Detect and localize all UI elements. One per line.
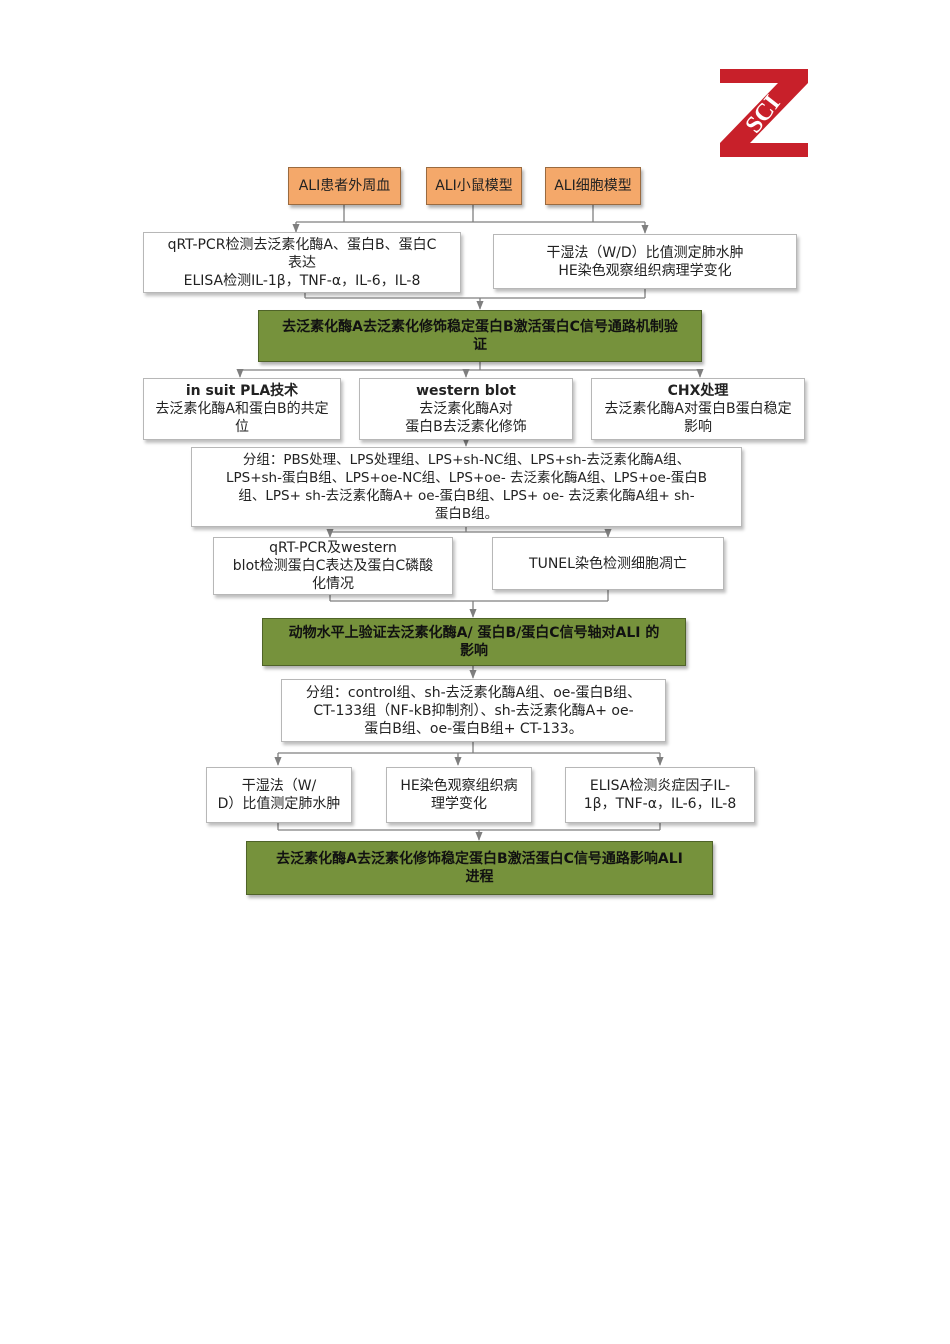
- qrt-western-line3: 化情况: [312, 576, 354, 592]
- qrt-western-box: qRT-PCR及western blot检测蛋白C表达及蛋白C磷酸 化情况: [213, 537, 453, 595]
- mechanism-line1: 去泛素化酶A去泛素化修饰稳定蛋白B激活蛋白C信号通路机制验: [282, 319, 678, 335]
- conclusion-line1: 去泛素化酶A去泛素化修饰稳定蛋白B激活蛋白C信号通路影响ALI: [276, 851, 683, 867]
- source-patients-label: ALI患者外周血: [298, 178, 391, 194]
- animal-groups-line1: 分组：control组、sh-去泛素化酶A组、oe-蛋白B组、: [305, 684, 642, 701]
- technique-western-box: western blot 去泛素化酶A对 蛋白B去泛素化修饰: [359, 378, 573, 440]
- technique-pla-title: in suit PLA技术: [185, 383, 299, 399]
- final-elisa-line1: ELISA检测炎症因子IL-: [589, 778, 731, 794]
- detection-expression-line2: 表达: [288, 254, 316, 271]
- conclusion-line2: 进程: [465, 869, 494, 885]
- final-he-line2: 理学变化: [431, 796, 487, 812]
- qrt-western-line2: blot检测蛋白C表达及蛋白C磷酸: [232, 558, 434, 574]
- source-cells-box: ALI细胞模型: [545, 167, 641, 205]
- technique-chx-box: CHX处理 去泛素化酶A对蛋白B蛋白稳定 影响: [591, 378, 805, 440]
- technique-western-title: western blot: [416, 383, 516, 399]
- detection-pathology-line2: HE染色观察组织病理学变化: [558, 262, 732, 279]
- final-he-line1: HE染色观察组织病: [400, 778, 518, 794]
- cell-groups-line4: 蛋白B组。: [434, 506, 499, 522]
- sci-logo: SCI: [720, 69, 808, 157]
- mechanism-box: 去泛素化酶A去泛素化修饰稳定蛋白B激活蛋白C信号通路机制验 证: [258, 310, 702, 362]
- detection-pathology-box: 干湿法（W/D）比值测定肺水肿 HE染色观察组织病理学变化: [493, 234, 797, 289]
- cell-groups-line1: 分组：PBS处理、LPS处理组、LPS+sh-NC组、LPS+sh-去泛素化酶A…: [242, 452, 691, 468]
- animal-groups-line3: 蛋白B组、oe-蛋白B组+ CT-133。: [364, 720, 583, 737]
- technique-chx-title: CHX处理: [667, 383, 729, 399]
- mechanism-line2: 证: [473, 337, 487, 353]
- cell-groups-line3: 组、LPS+ sh-去泛素化酶A+ oe-蛋白B组、LPS+ oe- 去泛素化酶…: [238, 488, 695, 504]
- final-wd-box: 干湿法（W/ D）比值测定肺水肿: [206, 767, 352, 823]
- cell-groups-box: 分组：PBS处理、LPS处理组、LPS+sh-NC组、LPS+sh-去泛素化酶A…: [191, 447, 742, 527]
- tunel-label: TUNEL染色检测细胞凋亡: [529, 555, 687, 572]
- final-wd-line2: D）比值测定肺水肿: [217, 796, 341, 812]
- qrt-western-line1: qRT-PCR及western: [269, 540, 397, 556]
- detection-expression-line1: qRT-PCR检测去泛素化酶A、蛋白B、蛋白C: [167, 236, 437, 253]
- source-mice-box: ALI小鼠模型: [426, 167, 522, 205]
- technique-pla-line1: 去泛素化酶A和蛋白B的共定: [155, 401, 329, 417]
- technique-western-line1: 去泛素化酶A对: [419, 401, 513, 417]
- technique-western-line2: 蛋白B去泛素化修饰: [405, 419, 527, 435]
- detection-expression-box: qRT-PCR检测去泛素化酶A、蛋白B、蛋白C 表达 ELISA检测IL-1β，…: [143, 232, 461, 293]
- animal-validation-line1: 动物水平上验证去泛素化酶A/ 蛋白B/蛋白C信号轴对ALI 的: [288, 625, 660, 641]
- final-elisa-box: ELISA检测炎症因子IL- 1β，TNF-α，IL-6，IL-8: [565, 767, 755, 823]
- technique-pla-line2: 位: [235, 419, 249, 435]
- animal-validation-line2: 影响: [460, 643, 488, 659]
- animal-validation-box: 动物水平上验证去泛素化酶A/ 蛋白B/蛋白C信号轴对ALI 的 影响: [262, 618, 686, 666]
- final-he-box: HE染色观察组织病 理学变化: [386, 767, 532, 823]
- source-cells-label: ALI细胞模型: [554, 178, 632, 194]
- animal-groups-box: 分组：control组、sh-去泛素化酶A组、oe-蛋白B组、 CT-133组（…: [281, 679, 666, 742]
- cell-groups-line2: LPS+sh-蛋白B组、LPS+oe-NC组、LPS+oe- 去泛素化酶A组、L…: [225, 470, 708, 486]
- detection-pathology-line1: 干湿法（W/D）比值测定肺水肿: [546, 244, 744, 261]
- source-patients-box: ALI患者外周血: [288, 167, 401, 205]
- technique-pla-box: in suit PLA技术 去泛素化酶A和蛋白B的共定 位: [143, 378, 341, 440]
- final-wd-line1: 干湿法（W/: [241, 778, 317, 794]
- final-elisa-line2: 1β，TNF-α，IL-6，IL-8: [583, 796, 737, 812]
- technique-chx-line1: 去泛素化酶A对蛋白B蛋白稳定: [604, 401, 792, 417]
- animal-groups-line2: CT-133组（NF-kB抑制剂）、sh-去泛素化酶A+ oe-: [313, 702, 634, 719]
- tunel-box: TUNEL染色检测细胞凋亡: [492, 537, 724, 590]
- conclusion-box: 去泛素化酶A去泛素化修饰稳定蛋白B激活蛋白C信号通路影响ALI 进程: [246, 841, 713, 895]
- source-mice-label: ALI小鼠模型: [435, 178, 513, 194]
- technique-chx-line2: 影响: [684, 419, 712, 435]
- detection-expression-line3: ELISA检测IL-1β，TNF-α，IL-6，IL-8: [183, 272, 421, 289]
